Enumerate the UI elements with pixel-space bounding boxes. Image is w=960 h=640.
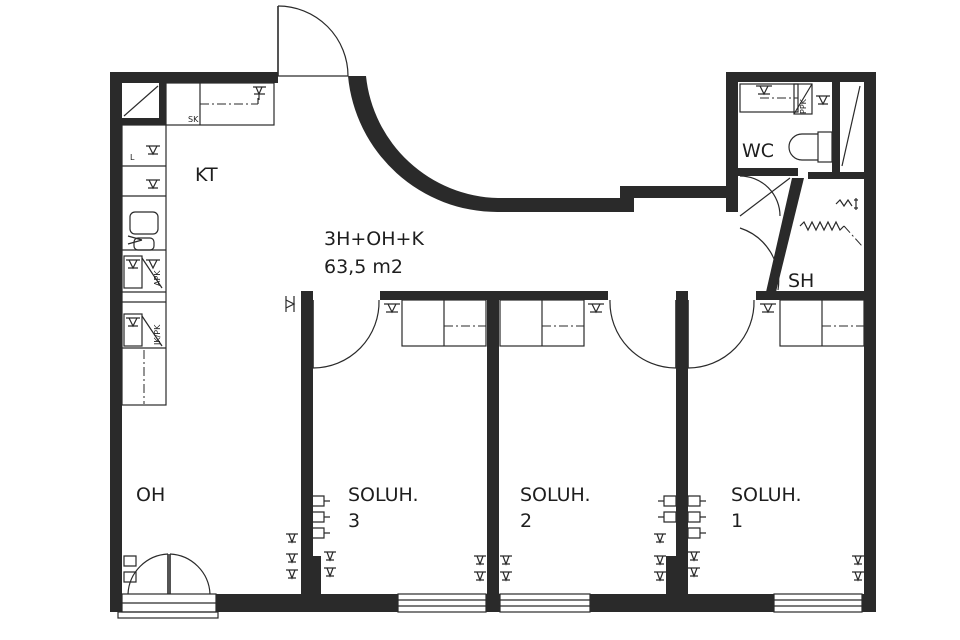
plan-summary-type: 3H+OH+K [324, 228, 424, 250]
bedroom-wardrobes [285, 296, 865, 347]
room-label-bedroom1-name: SOLUH. [731, 484, 802, 506]
room-label-wc: WC [742, 140, 774, 162]
kitchen-counters [121, 82, 275, 406]
room-label-bedroom3-number: 3 [348, 510, 360, 532]
fridge-label: L [130, 153, 135, 162]
room-label-shower: SH [788, 270, 814, 292]
room-label-bedroom1-number: 1 [731, 510, 743, 532]
dishwasher-label: APK [153, 270, 162, 286]
room-labels: KT 3H+OH+K 63,5 m2 WC SH OH SOLUH. 3 SOL… [136, 140, 814, 532]
doors [127, 5, 804, 595]
sink-cabinet-label: SK [188, 115, 199, 124]
room-label-kitchen: KT [195, 164, 218, 186]
washer-label: PPK [799, 98, 808, 114]
bathroom-fixtures [739, 83, 863, 247]
plan-summary-area: 63,5 m2 [324, 256, 403, 278]
freezer-label: JK/PK [153, 324, 162, 346]
outlet-symbols [123, 495, 864, 583]
room-label-bedroom3-name: SOLUH. [348, 484, 419, 506]
symbol-labels: SK L APK JK/PK PPK [130, 98, 808, 346]
room-label-living: OH [136, 484, 165, 506]
room-label-bedroom2-name: SOLUH. [520, 484, 591, 506]
windows [117, 593, 863, 619]
walls [110, 72, 876, 612]
room-label-bedroom2-number: 2 [520, 510, 532, 532]
